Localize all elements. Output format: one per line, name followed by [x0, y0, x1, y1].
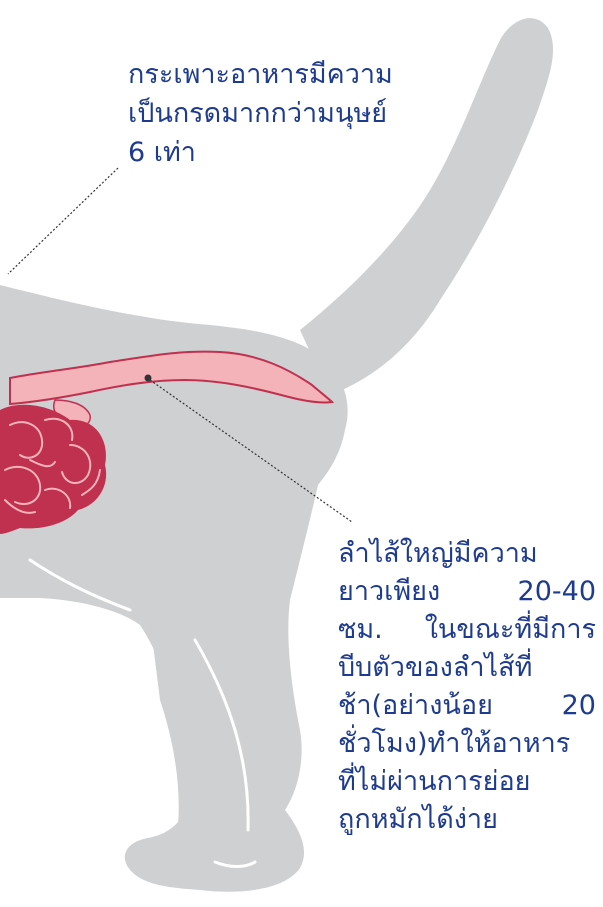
stomach-callout-line: กระเพาะอาหารมีความ: [128, 55, 458, 94]
intestine-callout-line: ถูกหมักได้ง่าย: [338, 801, 596, 839]
intestine-callout-line: ยาวเพียง 20-40: [338, 573, 596, 611]
intestine-callout-line: บีบตัวของลำไส้ที่: [338, 649, 596, 687]
stomach-leader-line: [8, 168, 118, 274]
intestine-callout-line: ช้า(อย่างน้อย 20: [338, 687, 596, 725]
stomach-callout-line: 6 เท่า: [128, 133, 458, 172]
intestine-callout-line: ซม. ในขณะที่มีการ: [338, 611, 596, 649]
intestine-callout-line: ที่ไม่ผ่านการย่อย: [338, 763, 596, 801]
intestine-callout-line: ลำไส้ใหญ่มีความ: [338, 535, 596, 573]
stomach-callout: กระเพาะอาหารมีความ เป็นกรดมากกว่ามนุษย์ …: [128, 55, 458, 172]
large-intestine-callout: ลำไส้ใหญ่มีความ ยาวเพียง 20-40 ซม. ในขณะ…: [338, 535, 596, 839]
stomach-callout-line: เป็นกรดมากกว่ามนุษย์: [128, 94, 458, 133]
intestine-callout-line: ชั่วโมง)ทำให้อาหาร: [338, 725, 596, 763]
